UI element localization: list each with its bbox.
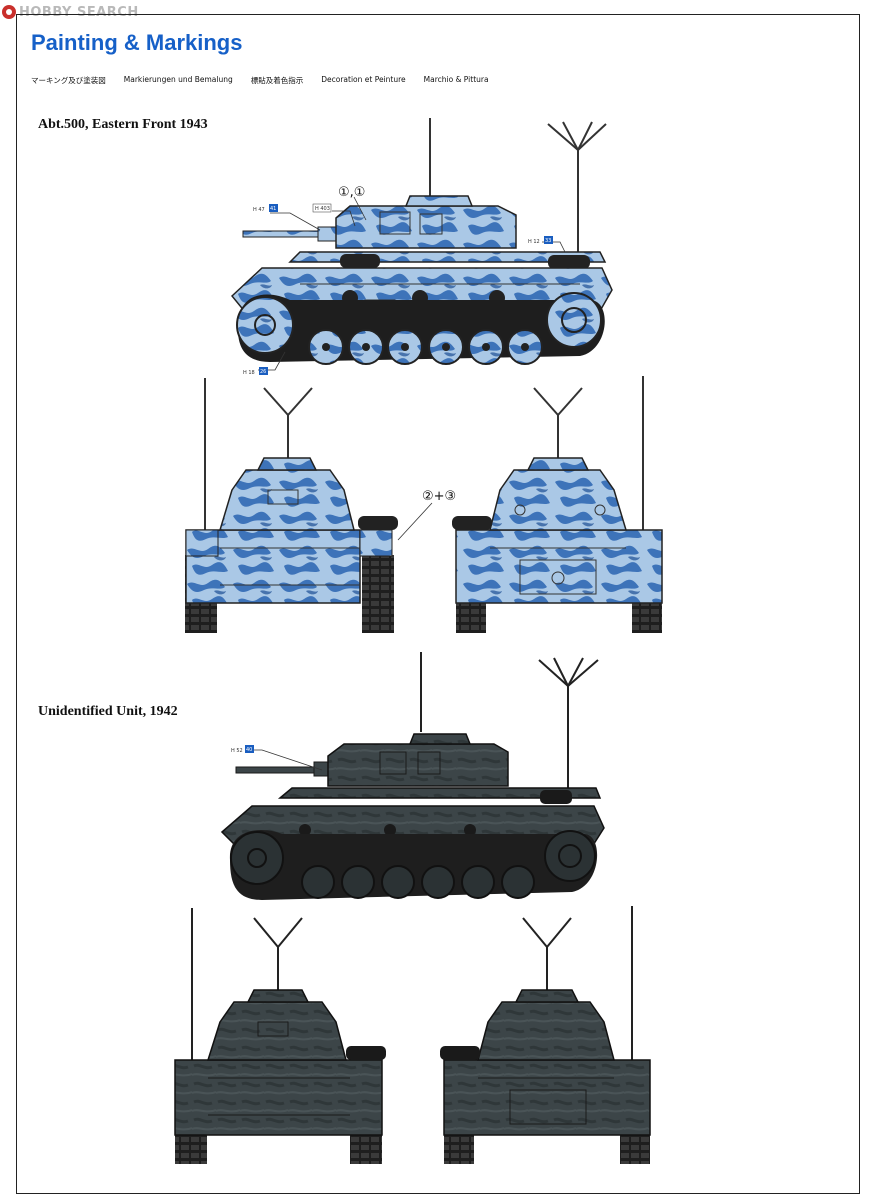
scheme-2-front-view [174,908,386,1164]
marking-leader-line-icon [397,502,433,541]
lang-chinese: 標貼及着色指示 [250,76,304,85]
svg-text:33: 33 [545,238,551,244]
antenna-icon [538,657,599,790]
svg-text:26: 26 [260,369,266,375]
antenna-icon [547,121,607,252]
scheme-2-label: Unidentified Unit, 1942 [38,704,178,719]
scheme-1-side-view: H 47 41 H 403 H 12 33 H 18 26 ①,① [230,118,613,376]
antenna-icon [522,917,572,990]
svg-text:40: 40 [246,747,252,753]
marking-tag-h18: H 18 26 [243,367,268,376]
hobby-search-watermark: HOBBY SEARCH [2,4,139,20]
svg-text:H 403: H 403 [315,206,330,212]
svg-text:H 47: H 47 [253,207,265,213]
antenna-icon [253,917,303,990]
scheme-1-rear-view [452,376,663,633]
svg-text:H 18: H 18 [243,370,255,376]
lang-japanese: マーキング及び塗装図 [31,76,106,85]
watermark-text: HOBBY SEARCH [19,4,139,20]
marking-tag-h403: H 403 [312,203,332,213]
scheme-2-side-view: H 52 40 [220,652,605,900]
lang-french: Decoration et Peinture [321,75,406,84]
lang-german: Markierungen und Bemalung [123,75,233,84]
decal-callout-1: ①,① [338,185,365,200]
marking-tag-h52: H 52 40 [231,745,254,754]
svg-text:H 52: H 52 [231,748,243,754]
marking-tag-h12: H 12 33 [528,236,553,245]
language-captions: マーキング及び塗装図 Markierungen und Bemalung 標貼及… [31,75,489,86]
antenna-icon [263,387,313,460]
hobby-search-logo-icon [2,5,16,19]
scheme-1-front-view: ②+③ [185,378,456,633]
page-border [16,14,860,1194]
scheme-2-rear-view [440,906,651,1164]
page-title: Painting & Markings [31,30,243,55]
scheme-1-label: Abt.500, Eastern Front 1943 [38,117,208,132]
decal-callout-2: ②+③ [422,489,456,504]
marking-tag-h47: H 47 41 [253,204,278,213]
antenna-icon [533,387,583,460]
lang-italian: Marchio & Pittura [423,75,489,84]
svg-text:41: 41 [270,206,276,212]
svg-text:H 12: H 12 [528,239,540,245]
